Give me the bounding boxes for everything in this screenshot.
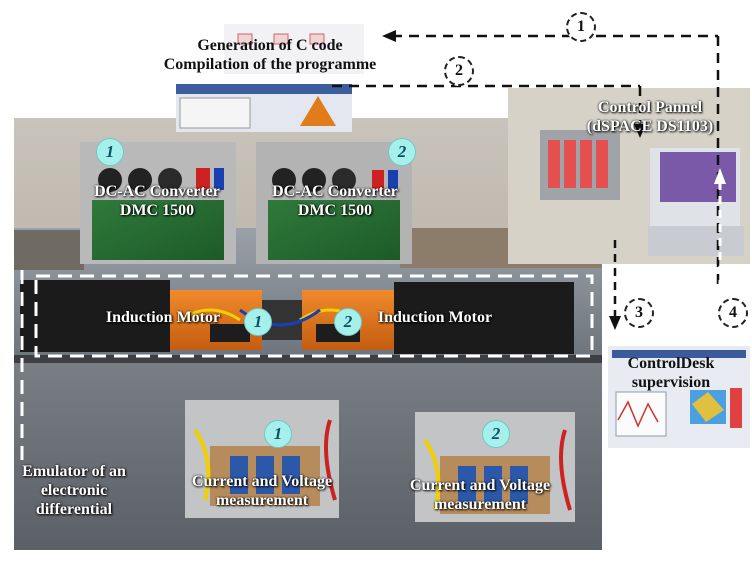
code-generation-line2: Compilation of the programme: [163, 56, 377, 73]
measurement-badge-2: 2: [482, 420, 510, 448]
converter-badge-2: 2: [388, 138, 416, 166]
controldesk-label: ControlDesk supervision: [606, 354, 736, 392]
converter-1-line2: DMC 1500: [119, 202, 195, 219]
emulator-line3: differential: [35, 501, 113, 518]
control-panel-line1: Control Pannel: [597, 99, 703, 116]
step-marker-1: 1: [566, 12, 596, 42]
controldesk-line2: supervision: [631, 374, 711, 391]
control-panel-line2: (dSPACE DS1103): [586, 118, 714, 135]
converter-1-line1: DC-AC Converter: [94, 183, 220, 200]
converter-2-line2: DMC 1500: [297, 202, 373, 219]
converter-label-1: DC-AC Converter DMC 1500: [72, 182, 242, 220]
control-panel-label: Control Pannel (dSPACE DS1103): [552, 98, 748, 136]
motor-badge-2: 2: [334, 308, 362, 336]
code-generation-line1: Generation of C code: [197, 37, 343, 54]
controldesk-line1: ControlDesk: [627, 355, 715, 372]
emulator-line2: electronic: [40, 482, 108, 499]
converter-badge-1: 1: [96, 138, 124, 166]
converter-2-line1: DC-AC Converter: [272, 183, 398, 200]
measurement-label-1: Current and Voltage measurement: [176, 472, 348, 510]
emulator-label: Emulator of an electronic differential: [6, 462, 142, 519]
measurement-label-2: Current and Voltage measurement: [394, 476, 566, 514]
motor-badge-1: 1: [244, 308, 272, 336]
measurement-badge-1: 1: [264, 420, 292, 448]
measurement-1-line2: measurement: [215, 492, 309, 509]
step-marker-2: 2: [444, 56, 474, 86]
step-marker-4: 4: [718, 298, 748, 328]
measurement-1-line1: Current and Voltage: [191, 473, 333, 490]
code-generation-label: Generation of C code Compilation of the …: [150, 36, 390, 74]
motor-label-1: Induction Motor: [105, 309, 221, 326]
converter-label-2: DC-AC Converter DMC 1500: [250, 182, 420, 220]
motor-label-2: Induction Motor: [377, 309, 493, 326]
measurement-2-line1: Current and Voltage: [409, 477, 551, 494]
step-marker-3: 3: [624, 298, 654, 328]
measurement-2-line2: measurement: [433, 496, 527, 513]
emulator-line1: Emulator of an: [22, 463, 126, 480]
